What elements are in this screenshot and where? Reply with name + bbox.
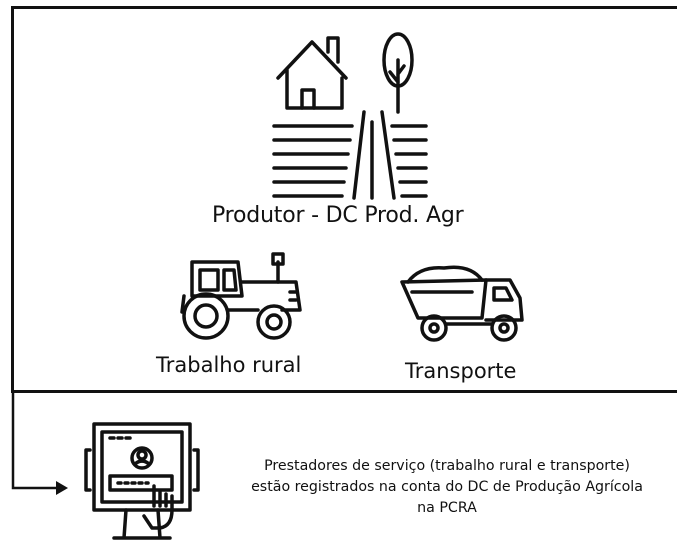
top-panel-frame (11, 6, 677, 393)
tractor-icon (180, 252, 302, 340)
description-line-2: estão registrados na conta do DC de Prod… (251, 479, 643, 495)
computer-user-login-icon (84, 422, 200, 540)
farm-house-icon (272, 32, 428, 200)
description-line-3: na PCRA (417, 500, 477, 516)
tractor-label: Trabalho rural (156, 353, 302, 377)
service-providers-description: Prestadores de serviço (trabalho rural e… (212, 456, 677, 519)
dump-truck-icon (400, 265, 524, 342)
description-line-1: Prestadores de serviço (trabalho rural e… (264, 458, 630, 474)
truck-label: Transporte (405, 359, 517, 383)
farm-label: Produtor - DC Prod. Agr (212, 203, 464, 228)
